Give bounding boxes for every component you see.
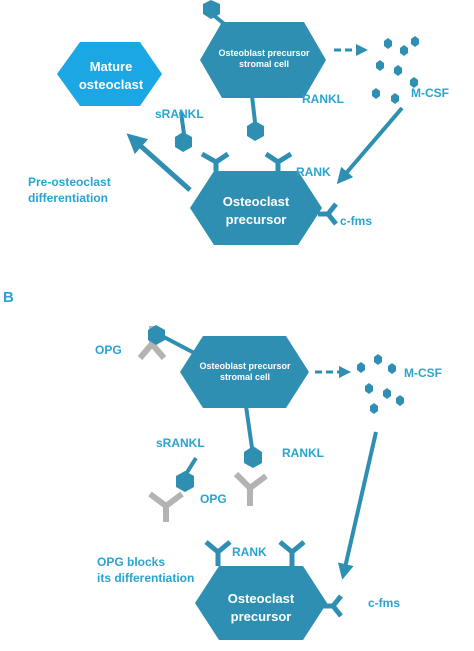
cfms-receptor — [323, 594, 343, 618]
opg-blocks-label-2: its differentiation — [97, 571, 194, 585]
osteoblast-precursor-label-1: Osteoblast precursor — [218, 48, 310, 58]
mcsf-to-precursor-arrow-b — [337, 431, 378, 580]
mcsf-molecules-a — [372, 36, 419, 104]
opg-molecule-top — [137, 325, 201, 360]
rankl-ligand — [244, 446, 262, 468]
rankl-label-b: RANKL — [282, 446, 324, 460]
differentiation-arrow — [126, 133, 192, 192]
rank-receptor — [204, 540, 232, 566]
srankl-label-b: sRANKL — [156, 436, 205, 450]
osteoblast-precursor-label-2: stromal cell — [239, 59, 289, 69]
osteoclast-precursor-b-label-2: precursor — [231, 609, 292, 624]
panel-a: Mature osteoclast Osteoblast precursor s… — [28, 0, 449, 245]
mcsf-molecules-b — [357, 354, 404, 414]
osteoclast-precursor-cell-b: Osteoclast precursor — [195, 540, 343, 640]
cfms-receptor — [318, 202, 338, 226]
cfms-label-b: c-fms — [368, 596, 400, 610]
panel-b: B OPG Osteoblast precursor stromal cell — [3, 289, 442, 640]
mature-osteoclast-cell: Mature osteoclast — [57, 42, 162, 106]
cfms-label-a: c-fms — [340, 214, 372, 228]
osteoclast-precursor-label-1: Osteoclast — [223, 194, 290, 209]
differentiation-label-2: differentiation — [28, 191, 108, 205]
srankl-ligand-a — [175, 111, 192, 152]
srankl-label-a: sRANKL — [155, 107, 204, 121]
mature-osteoclast-label-2: osteoclast — [79, 77, 144, 92]
srankl-opg-complex — [148, 456, 198, 522]
rank-label-b: RANK — [232, 545, 267, 559]
rankl-label-a: RANKL — [302, 92, 344, 106]
mature-osteoclast-label-1: Mature — [90, 59, 133, 74]
osteoblast-precursor-b-label-1: Osteoblast precursor — [199, 361, 291, 371]
mcsf-label-a: M-CSF — [411, 86, 449, 100]
rankl-ligand — [247, 121, 264, 141]
osteoclast-precursor-b-label-1: Osteoclast — [228, 591, 295, 606]
mcsf-label-b: M-CSF — [404, 366, 442, 380]
osteoclast-precursor-label-2: precursor — [226, 212, 287, 227]
rank-receptor — [278, 540, 306, 566]
rank-receptor — [264, 151, 293, 171]
rank-label-a: RANK — [296, 165, 331, 179]
opg-rankl-complex — [233, 471, 268, 506]
rankl-ligand — [203, 0, 220, 19]
opg-blocks-label-1: OPG blocks — [97, 555, 165, 569]
osteoclast-precursor-cell-a: Osteoclast precursor — [190, 151, 338, 245]
mcsf-to-precursor-arrow — [336, 106, 404, 185]
osteoblast-precursor-b-label-2: stromal cell — [220, 372, 270, 382]
opg-label-top: OPG — [95, 343, 122, 357]
differentiation-label-1: Pre-osteoclast — [28, 175, 111, 189]
osteoblast-precursor-cell-a: Osteoblast precursor stromal cell — [200, 0, 326, 141]
panel-b-label: B — [3, 289, 14, 306]
rank-receptor — [200, 151, 230, 171]
osteoblast-precursor-cell-b: Osteoblast precursor stromal cell — [180, 336, 309, 468]
opg-label-middle: OPG — [200, 492, 227, 506]
